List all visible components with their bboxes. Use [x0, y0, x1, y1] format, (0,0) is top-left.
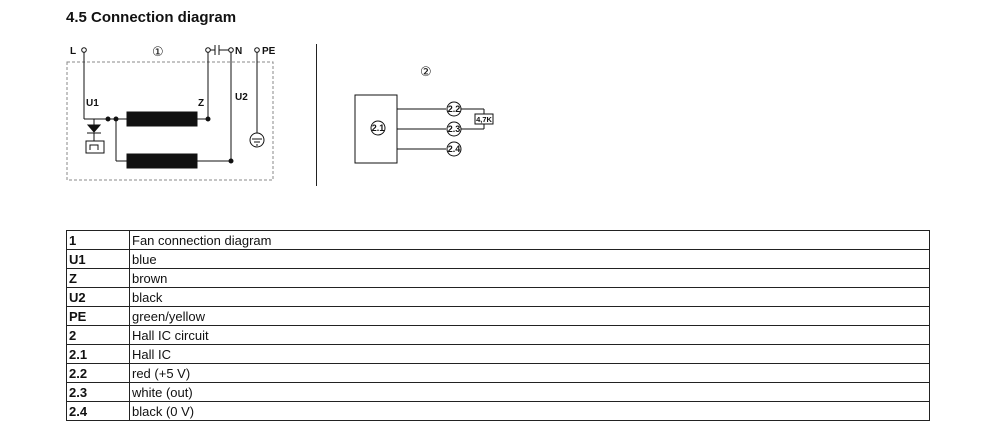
- resistor-symbol: [474, 113, 494, 125]
- table-row: 2.2 red (+5 V): [66, 363, 930, 383]
- legend-key: 2.3: [66, 382, 130, 402]
- legend-key: PE: [66, 306, 130, 326]
- legend-key: 1: [66, 230, 130, 250]
- legend-table: 1 Fan connection diagram U1 blue Z brown…: [66, 230, 930, 421]
- table-row: 2.1 Hall IC: [66, 344, 930, 364]
- legend-value: Hall IC circuit: [129, 325, 930, 345]
- connection-diagram: L N PE U1 Z U2 ① 2.1 2.2 2.3 2.4 4,7K ②: [66, 44, 494, 181]
- terminal-2-1: [370, 120, 386, 136]
- label-2-1: 2.1: [372, 123, 385, 133]
- legend-key: 2.4: [66, 401, 130, 421]
- table-row: U2 black: [66, 287, 930, 307]
- terminal-n: [228, 47, 234, 53]
- legend-key: Z: [66, 268, 130, 288]
- diagram-divider: [316, 44, 317, 186]
- winding-bottom: [126, 153, 198, 169]
- legend-value: Fan connection diagram: [129, 230, 930, 250]
- legend-key: U2: [66, 287, 130, 307]
- table-row: 2 Hall IC circuit: [66, 325, 930, 345]
- ground-symbol: [249, 132, 265, 148]
- legend-key: 2: [66, 325, 130, 345]
- label-n: N: [235, 46, 242, 57]
- legend-table-body: 1 Fan connection diagram U1 blue Z brown…: [66, 230, 930, 421]
- label-2-2: 2.2: [448, 104, 461, 114]
- label-resistor: 4,7K: [476, 115, 492, 124]
- terminal-l: [81, 47, 87, 53]
- diagram-1-marker: ①: [152, 44, 164, 59]
- table-row: U1 blue: [66, 249, 930, 269]
- terminal-2-4: [446, 141, 462, 157]
- table-row: Z brown: [66, 268, 930, 288]
- diagram-2-marker: ②: [420, 64, 432, 79]
- table-row: 1 Fan connection diagram: [66, 230, 930, 250]
- fan-connection-diagram: [66, 45, 274, 181]
- diode-symbol: [86, 124, 102, 133]
- terminal-n-left: [205, 47, 211, 53]
- table-row: 2.3 white (out): [66, 382, 930, 402]
- legend-value: red (+5 V): [129, 363, 930, 383]
- fan-diagram-labels: L N PE U1 Z U2: [70, 46, 276, 109]
- legend-key: 2.2: [66, 363, 130, 383]
- enclosure-outline: [66, 61, 274, 181]
- label-l: L: [70, 46, 76, 57]
- legend-value: black: [129, 287, 930, 307]
- hall-diagram-labels: 2.1 2.2 2.3 2.4 4,7K: [372, 104, 493, 154]
- legend-value: brown: [129, 268, 930, 288]
- label-z: Z: [198, 98, 204, 109]
- legend-value: Hall IC: [129, 344, 930, 364]
- legend-value: green/yellow: [129, 306, 930, 326]
- legend-value: black (0 V): [129, 401, 930, 421]
- winding-top: [126, 111, 198, 127]
- thermal-switch: [85, 140, 105, 154]
- hall-ic-diagram: [354, 94, 494, 164]
- label-u1: U1: [86, 98, 99, 109]
- table-row: PE green/yellow: [66, 306, 930, 326]
- legend-key: U1: [66, 249, 130, 269]
- legend-key: 2.1: [66, 344, 130, 364]
- section-heading: 4.5 Connection diagram: [66, 9, 237, 26]
- label-2-3: 2.3: [448, 124, 461, 134]
- label-pe: PE: [262, 46, 276, 57]
- table-row: 2.4 black (0 V): [66, 401, 930, 421]
- legend-value: white (out): [129, 382, 930, 402]
- legend-value: blue: [129, 249, 930, 269]
- terminal-pe: [254, 47, 260, 53]
- label-2-4: 2.4: [448, 144, 461, 154]
- label-u2: U2: [235, 92, 248, 103]
